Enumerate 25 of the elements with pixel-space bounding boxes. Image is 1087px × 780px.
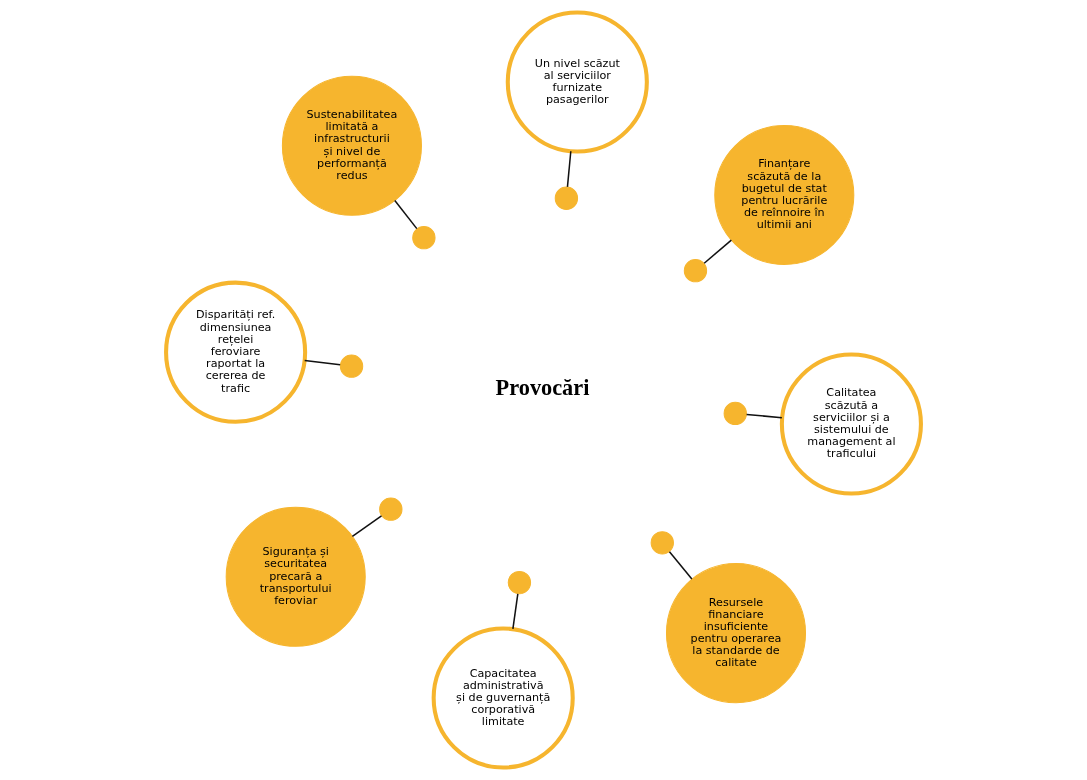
connector: [512, 593, 519, 630]
node-circle: Capacitatea administrativă și de guvernanță corporativă limitate: [431, 626, 575, 770]
node-circle: [507, 570, 532, 595]
node-circle: [683, 259, 708, 283]
connector: [303, 359, 341, 366]
connector: [566, 150, 572, 188]
connector: [394, 199, 418, 230]
node-circle: Finanțare scăzută de la bugetul de stat pentru lucrările de reînnoire în ultimii ani: [714, 124, 855, 266]
node-circle: Resursele financiare insuficiente pentru operarea la standarde de calitate: [665, 563, 807, 704]
node-circle: [412, 226, 436, 250]
node-circle: [339, 354, 364, 378]
connector: [351, 515, 383, 538]
node-circle: Siguranța și securitatea precară a transportului feroviar: [225, 506, 366, 647]
node-circle: Un nivel scăzut al serviciilor furnizate pasagerilor: [505, 10, 649, 154]
node-circle: Sustenabilitatea limitată a infrastructurii și nivel de performanță redus: [281, 75, 422, 216]
node-circle: [379, 497, 403, 521]
connector: [703, 239, 733, 264]
node-circle: [554, 186, 579, 210]
connector: [745, 413, 783, 419]
label: Provocări: [495, 374, 590, 400]
node-circle: Calitatea scăzută a serviciilor și a sistemului de management al traficului: [779, 352, 923, 496]
node-circle: Disparități ref. dimensiunea rețelei feroviare raportat la cererea de trafic: [164, 280, 308, 424]
connector: [668, 550, 693, 580]
node-circle: [650, 531, 674, 555]
node-circle: [723, 401, 747, 426]
